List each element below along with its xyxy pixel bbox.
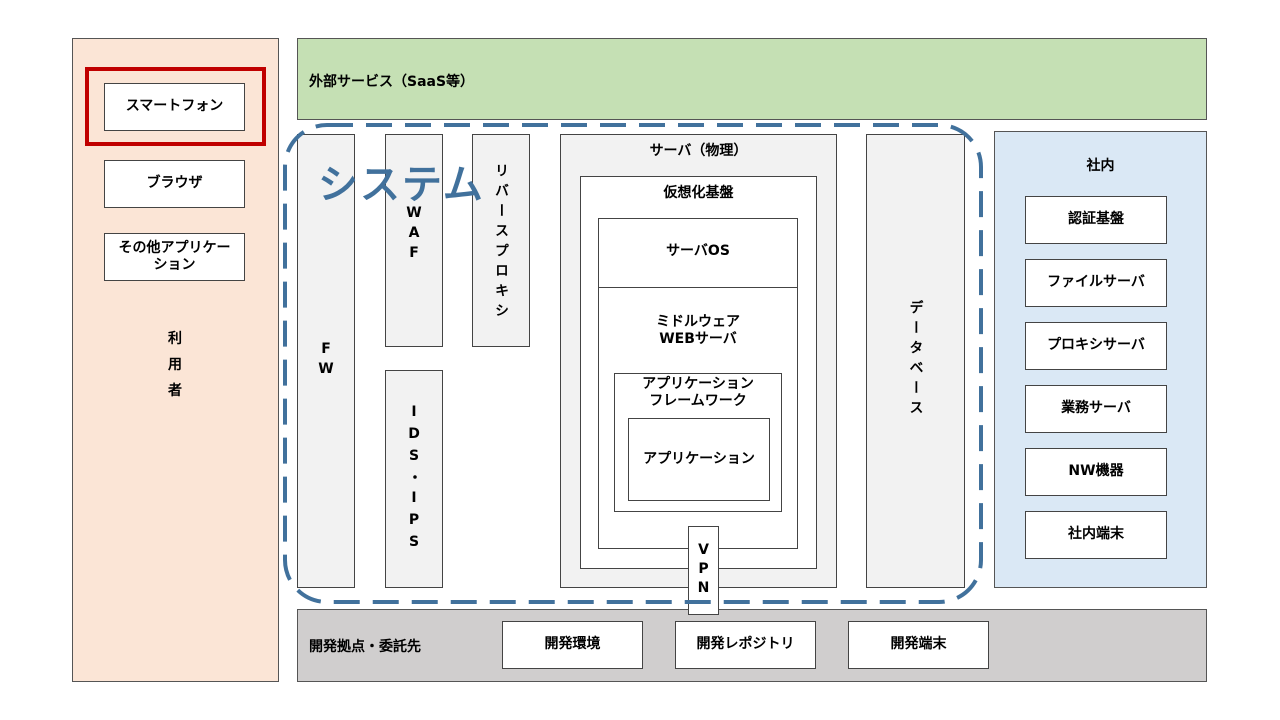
server-os-label: サーバOS	[666, 243, 730, 259]
ids-ips-label: IDS・IPS	[406, 404, 422, 556]
internal-item-auth[interactable]: 認証基盤	[1025, 196, 1167, 244]
internal-title: 社内	[1086, 158, 1115, 174]
waf-label-wrap: WAF	[385, 200, 443, 270]
internal-item-business-server[interactable]: 業務サーバ	[1025, 385, 1167, 433]
waf-label: WAF	[406, 205, 422, 265]
system-boundary-dashed-rect	[283, 123, 983, 604]
reverse-proxy-box[interactable]	[472, 134, 530, 347]
ids-ips-label-wrap: IDS・IPS	[385, 400, 443, 560]
internal-item-terminals[interactable]: 社内端末	[1025, 511, 1167, 559]
database-label-wrap: データベース	[866, 290, 965, 430]
vpn-label: VPN	[695, 542, 712, 599]
users-label: 利 用 者	[168, 331, 182, 399]
fw-label-wrap: FW	[297, 134, 355, 588]
middleware-label: ミドルウェア WEBサーバ	[656, 314, 740, 347]
fw-box[interactable]	[297, 134, 355, 588]
dev-item-environment[interactable]: 開発環境	[502, 621, 643, 669]
server-os-divider	[598, 287, 798, 288]
reverse-proxy-label: リバースプロキシ	[493, 162, 509, 323]
physical-server-title: サーバ（物理）	[649, 143, 748, 159]
dev-item-terminal[interactable]: 開発端末	[848, 621, 989, 669]
dev-item-repository[interactable]: 開発レポジトリ	[675, 621, 816, 669]
user-item-browser[interactable]: ブラウザ	[104, 160, 245, 208]
application-box[interactable]: アプリケーション	[628, 418, 770, 501]
internal-item-file-server[interactable]: ファイルサーバ	[1025, 259, 1167, 307]
database-label: データベース	[907, 300, 924, 420]
internal-item-nw-devices[interactable]: NW機器	[1025, 448, 1167, 496]
waf-box[interactable]	[385, 134, 443, 347]
user-item-smartphone[interactable]: スマートフォン	[104, 83, 245, 131]
saas-panel	[297, 38, 1207, 120]
virtualization-title: 仮想化基盤	[663, 185, 734, 201]
saas-label: 外部サービス（SaaS等）	[309, 74, 475, 90]
system-label: システム	[318, 162, 485, 208]
dev-label: 開発拠点・委託先	[309, 639, 421, 655]
database-box[interactable]	[866, 134, 965, 588]
vpn-label-wrap: VPN	[688, 526, 719, 615]
ids-ips-box[interactable]	[385, 370, 443, 588]
framework-label: アプリケーション フレームワーク	[642, 376, 754, 409]
internal-item-proxy-server[interactable]: プロキシサーバ	[1025, 322, 1167, 370]
fw-label: FW	[318, 341, 334, 381]
smartphone-highlight-frame	[85, 67, 266, 146]
reverse-proxy-label-wrap: リバースプロキシ	[472, 140, 530, 345]
user-item-other-apps[interactable]: その他アプリケー ション	[104, 233, 245, 281]
